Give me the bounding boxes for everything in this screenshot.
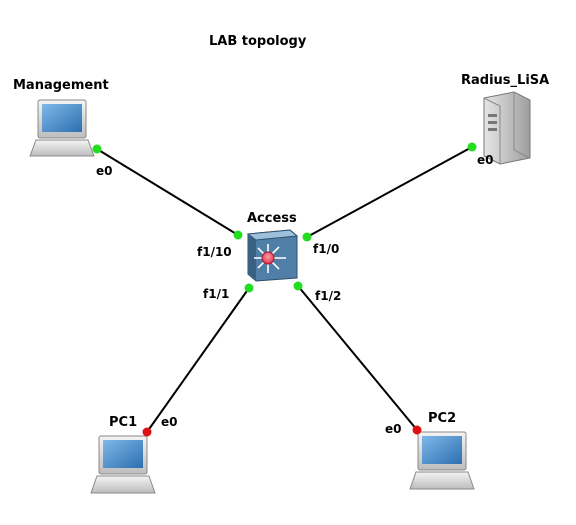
port-dot-access-f1-2 [293, 281, 303, 291]
port-dot-pc2-e0 [412, 425, 422, 435]
port-dot-access-f1-1 [244, 283, 254, 293]
port-label-pc2-e0: e0 [385, 422, 402, 436]
port-label-access-f1-0: f1/0 [313, 242, 340, 256]
node-pc1[interactable] [90, 435, 156, 494]
link-radius-access[interactable] [306, 146, 473, 238]
port-label-access-f1-1: f1/1 [203, 287, 230, 301]
laptop-icon [409, 431, 475, 490]
node-access[interactable] [246, 229, 299, 282]
port-label-management-e0: e0 [96, 164, 113, 178]
port-label-access-f1-10: f1/10 [197, 245, 232, 259]
link-pc1-access[interactable] [146, 287, 250, 433]
port-label-pc1-e0: e0 [161, 415, 178, 429]
port-dot-pc1-e0 [142, 427, 152, 437]
laptop-icon [90, 435, 156, 494]
port-dot-access-f1-0 [302, 232, 312, 242]
laptop-icon [29, 99, 95, 157]
port-dot-radius-e0 [467, 142, 477, 152]
link-management-access[interactable] [96, 148, 239, 236]
node-label-radius: Radius_LiSA [461, 73, 550, 88]
port-dot-management-e0 [92, 144, 102, 154]
node-management[interactable] [29, 99, 95, 157]
node-label-access: Access [247, 211, 297, 226]
switch-icon [246, 229, 299, 282]
node-radius[interactable] [483, 91, 531, 165]
port-label-radius-e0: e0 [477, 153, 494, 167]
port-dot-access-f1-10 [233, 230, 243, 240]
node-label-pc2: PC2 [428, 411, 457, 426]
port-label-access-f1-2: f1/2 [315, 289, 342, 303]
link-pc2-access[interactable] [297, 285, 418, 431]
diagram-title: LAB topology [209, 34, 307, 49]
node-pc2[interactable] [409, 431, 475, 490]
node-label-pc1: PC1 [109, 415, 138, 430]
server-icon [483, 91, 531, 165]
node-label-management: Management [13, 78, 109, 93]
